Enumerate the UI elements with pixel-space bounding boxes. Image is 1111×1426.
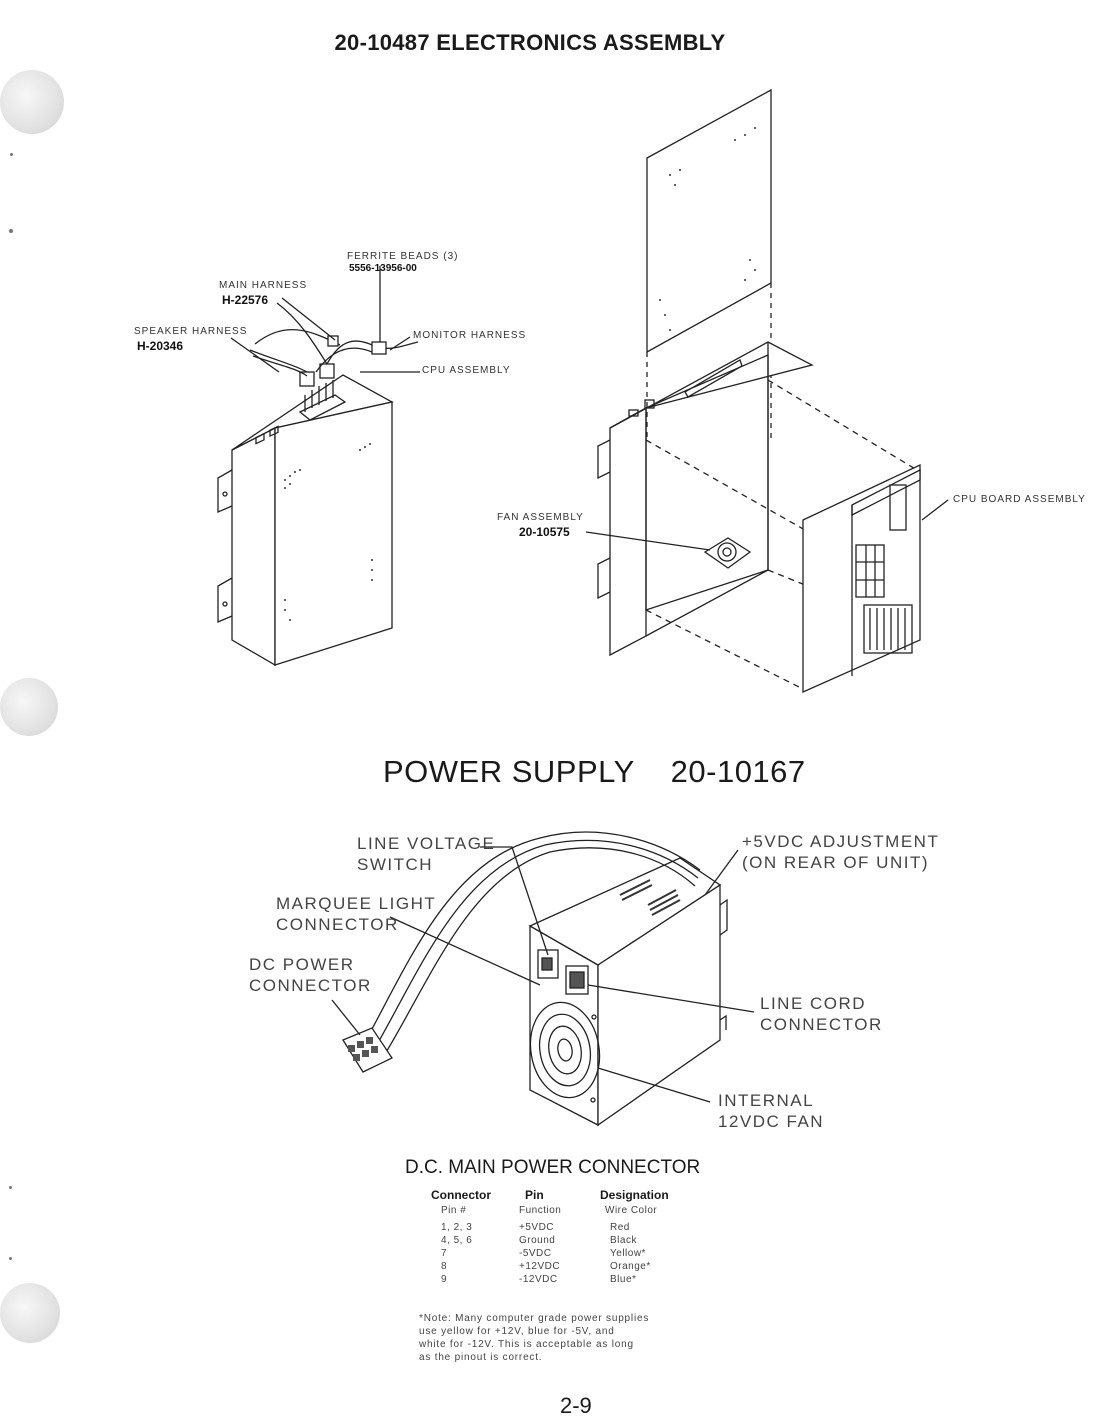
scan-speck <box>10 153 13 156</box>
cabinet-top <box>609 341 814 429</box>
cpu-assembly-label: CPU ASSEMBLY <box>422 365 511 376</box>
speaker-harness-wire <box>249 349 308 373</box>
row-2-function: Ground <box>519 1235 556 1246</box>
monitor-harness-label: MONITOR HARNESS <box>413 330 527 341</box>
fan-assembly-label: FAN ASSEMBLY <box>497 512 584 523</box>
speaker-harness-label: SPEAKER HARNESS <box>134 326 248 337</box>
subheader-wire-color: Wire Color <box>605 1205 658 1216</box>
row-3-function: -5VDC <box>519 1248 552 1259</box>
row-3-color: Yellow* <box>610 1248 646 1259</box>
marquee-light-label-2: CONNECTOR <box>276 915 399 934</box>
power-supply-title: POWER SUPPLY 20-10167 <box>383 754 806 789</box>
header-pin: Pin <box>525 1188 544 1202</box>
note-line-4: as the pinout is correct. <box>419 1352 543 1363</box>
electronics-assembly-title: 20-10487 ELECTRONICS ASSEMBLY <box>334 30 726 55</box>
vent-dots <box>284 127 756 621</box>
ferrite-beads-part-number: 5556-13956-00 <box>349 263 417 274</box>
row-1-color: Red <box>610 1222 630 1233</box>
row-4-function: +12VDC <box>519 1261 561 1272</box>
main-harness-wire <box>276 302 328 365</box>
main-harness-label: MAIN HARNESS <box>219 280 308 291</box>
row-5-color: Blue* <box>610 1274 637 1285</box>
note-line-2: use yellow for +12V, blue for -5V, and <box>419 1326 615 1337</box>
row-5-pins: 9 <box>441 1274 448 1285</box>
binder-hole-bottom <box>0 1283 60 1343</box>
subheader-function: Function <box>519 1205 562 1216</box>
internal-fan-label-1: INTERNAL <box>718 1091 815 1110</box>
line-cord-connector-label-2: CONNECTOR <box>760 1015 883 1034</box>
scan-speck <box>9 229 13 233</box>
marquee-light-label-1: MARQUEE LIGHT <box>276 894 437 913</box>
speaker-harness-part-number: H-20346 <box>137 339 184 353</box>
scan-speck <box>9 1186 12 1189</box>
adjustment-label-1: +5VDC ADJUSTMENT <box>742 832 940 851</box>
cpu-board-assembly-label: CPU BOARD ASSEMBLY <box>953 494 1086 505</box>
row-5-function: -12VDC <box>519 1274 558 1285</box>
dc-power-connector-label-1: DC POWER <box>249 955 355 974</box>
line-cord-connector-label-1: LINE CORD <box>760 994 867 1013</box>
subheader-pin-number: Pin # <box>441 1205 467 1216</box>
fan-assembly-part-number: 20-10575 <box>519 525 570 539</box>
row-1-pins: 1, 2, 3 <box>441 1222 473 1233</box>
row-4-pins: 8 <box>441 1261 448 1272</box>
note-line-3: white for -12V. This is acceptable as lo… <box>419 1339 634 1350</box>
binder-hole-middle <box>0 678 58 736</box>
cpu-assembly-side <box>274 401 393 666</box>
row-1-function: +5VDC <box>519 1222 555 1233</box>
scan-speck <box>9 1257 12 1260</box>
fan-assembly <box>703 537 752 569</box>
dc-power-cable <box>364 831 701 1043</box>
internal-fan-label-2: 12VDC FAN <box>718 1112 825 1131</box>
cpu-mount-tab <box>217 577 233 623</box>
ferrite-beads-label: FERRITE BEADS (3) <box>347 251 459 262</box>
main-harness-part-number: H-22576 <box>222 293 269 307</box>
line-voltage-switch-label-2: SWITCH <box>357 855 434 874</box>
ps-fan-grille <box>529 1001 601 1099</box>
page-number: 2-9 <box>560 1393 592 1418</box>
adjustment-label-2: (ON REAR OF UNIT) <box>742 853 929 872</box>
connector-table-title: D.C. MAIN POWER CONNECTOR <box>405 1157 701 1178</box>
binder-hole-top <box>0 70 64 134</box>
row-3-pins: 7 <box>441 1248 448 1259</box>
header-designation: Designation <box>600 1188 669 1202</box>
note-line-1: *Note: Many computer grade power supplie… <box>419 1313 650 1324</box>
row-2-pins: 4, 5, 6 <box>441 1235 473 1246</box>
dc-power-connector-label-2: CONNECTOR <box>249 976 372 995</box>
row-2-color: Black <box>610 1235 637 1246</box>
line-voltage-switch-label-1: LINE VOLTAGE <box>357 834 496 853</box>
header-connector: Connector <box>431 1188 491 1202</box>
row-4-color: Orange* <box>610 1261 651 1272</box>
cpu-mount-tab <box>217 469 233 513</box>
